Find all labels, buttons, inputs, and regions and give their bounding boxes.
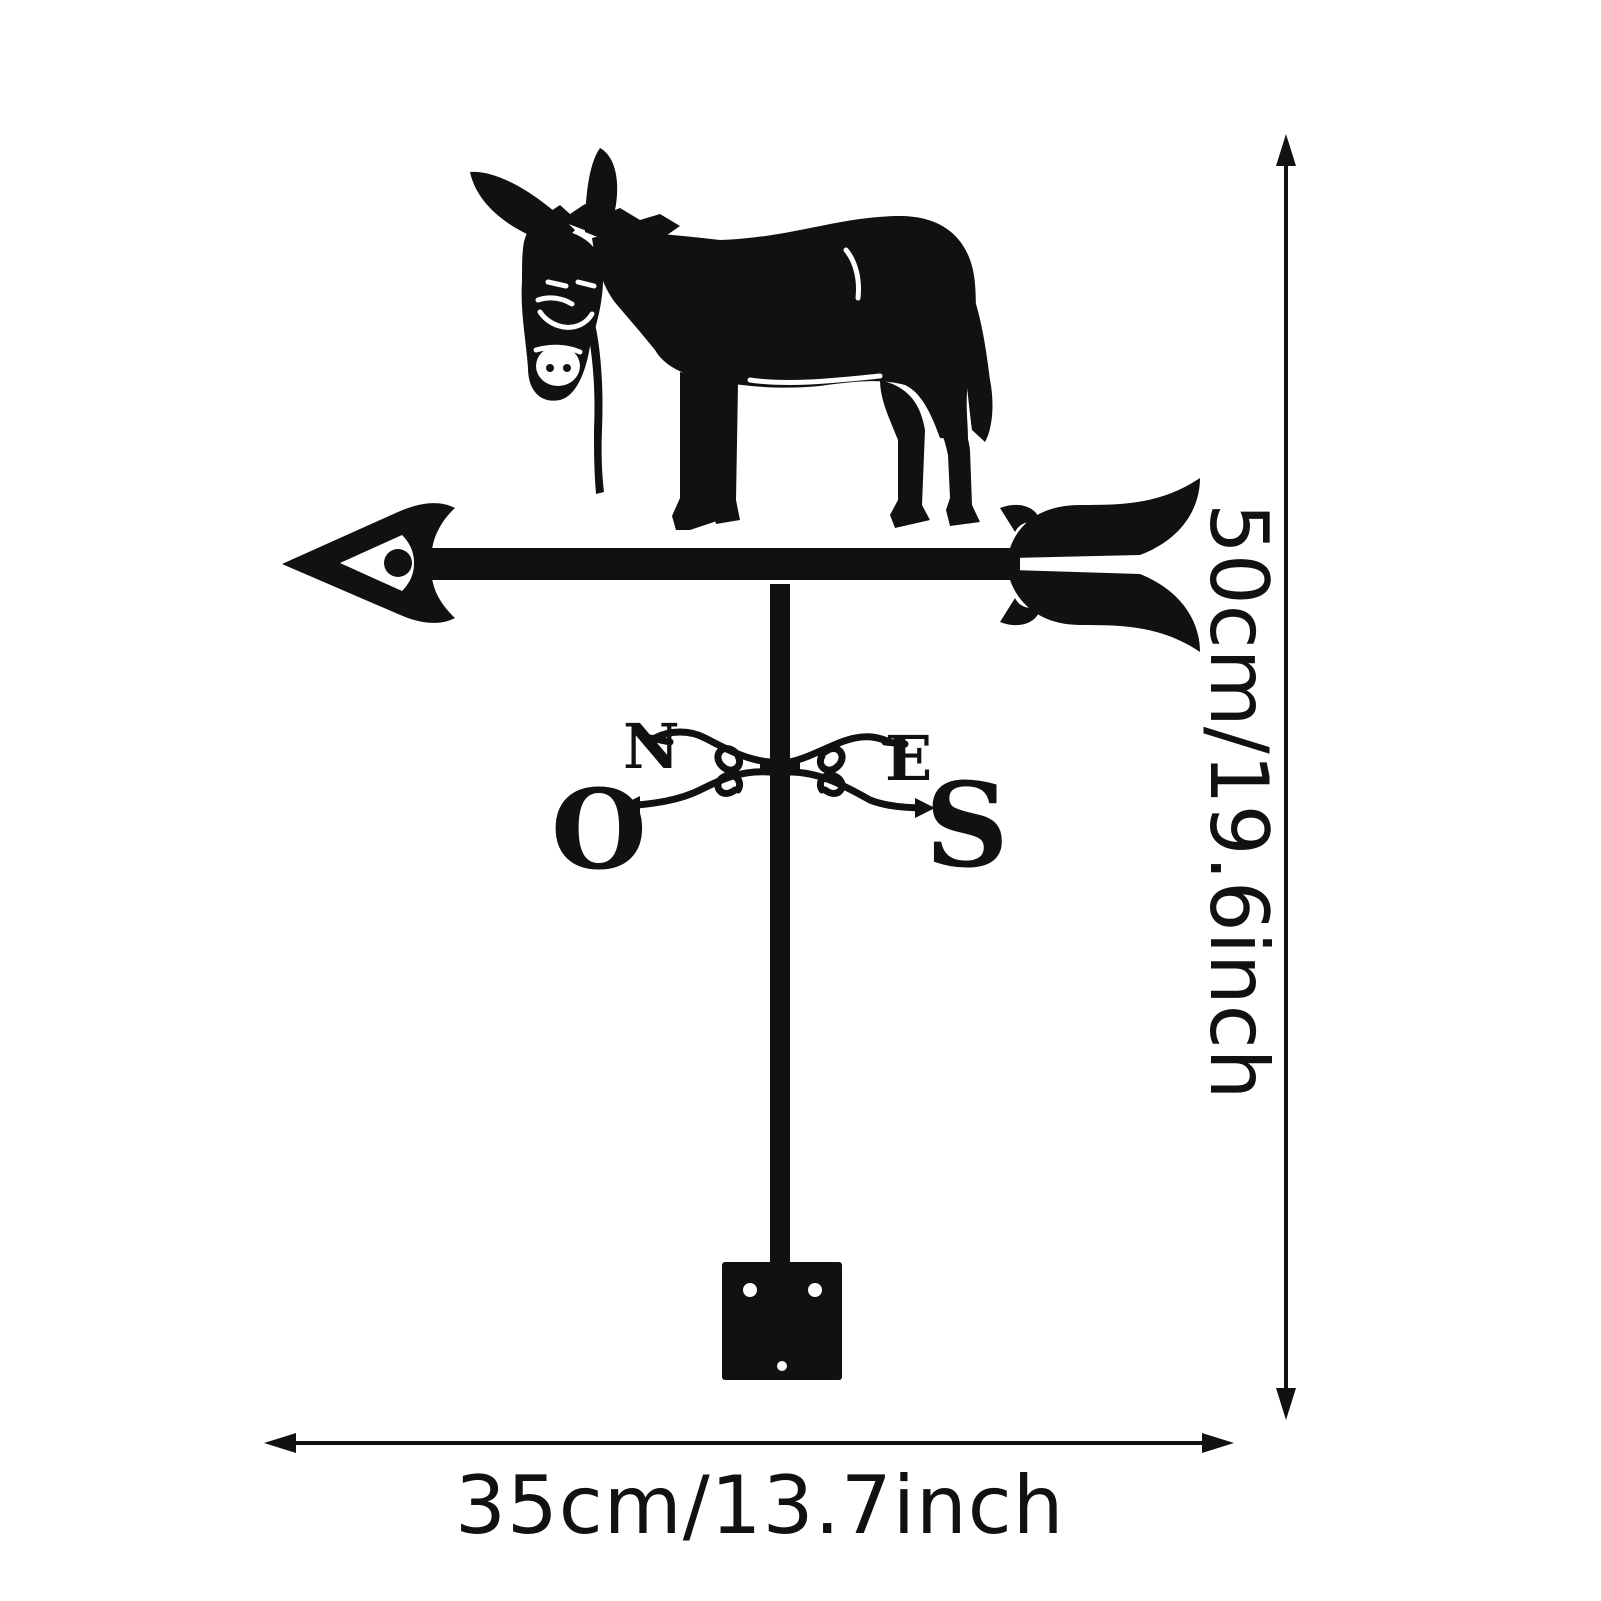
mounting-bracket (722, 1262, 842, 1380)
compass-letter-o: O (551, 765, 647, 894)
donkey-silhouette (470, 148, 993, 530)
compass-letter-n: N (623, 710, 680, 783)
width-dimension-label: 35cm/13.7inch (455, 1459, 1065, 1552)
height-dimension-arrow (1276, 134, 1296, 1420)
width-dimension-arrow (264, 1433, 1234, 1453)
compass-letter-e: E (885, 722, 932, 795)
height-dimension-label: 50cm/19.6inch (1192, 503, 1285, 1100)
compass-arms (621, 728, 929, 812)
compass-letter-s: S (925, 758, 1009, 894)
arrow-pointer (282, 478, 1200, 652)
donkey-nostrils (546, 364, 571, 372)
donkey-muzzle (536, 346, 580, 386)
support-pole (770, 584, 790, 1354)
compass-hub (620, 760, 935, 818)
